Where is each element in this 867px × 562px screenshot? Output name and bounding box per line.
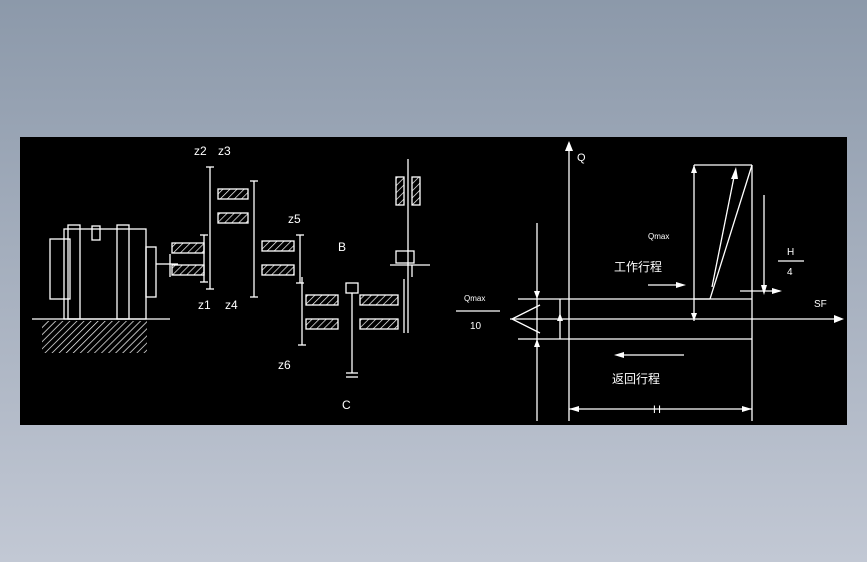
return-stroke-label: 返回行程 bbox=[612, 371, 660, 386]
h-frac-num: H bbox=[787, 247, 794, 258]
work-stroke-label: 工作行程 bbox=[614, 259, 662, 274]
transmission-schematic: z2 z3 z1 z4 z5 z6 B C bbox=[32, 144, 430, 412]
label-b: B bbox=[338, 240, 346, 254]
label-c: C bbox=[342, 398, 351, 412]
label-z4: z4 bbox=[225, 298, 238, 312]
qmax-frac-num: Qmax bbox=[464, 294, 485, 303]
shaft-z2-z3 bbox=[206, 166, 258, 298]
q-axis-label: Q bbox=[577, 152, 586, 164]
label-z1: z1 bbox=[198, 298, 211, 312]
cad-drawing-canvas: z2 z3 z1 z4 z5 z6 B C Q SF bbox=[20, 137, 847, 425]
gear-z1 bbox=[171, 234, 208, 283]
load-stroke-diagram: Q SF H 4 Qmax bbox=[456, 141, 844, 421]
label-z5: z5 bbox=[288, 212, 301, 226]
label-z6: z6 bbox=[278, 358, 291, 372]
electric-motor bbox=[49, 224, 171, 320]
left-arrow bbox=[510, 304, 541, 334]
shaft-z4-z5 bbox=[261, 234, 304, 284]
shaft-z6 bbox=[298, 277, 339, 346]
qmax-frac-den: 10 bbox=[470, 321, 482, 332]
stroke-h-label: H bbox=[653, 404, 661, 416]
sf-axis-label: SF bbox=[814, 299, 827, 310]
shaft-c bbox=[345, 279, 405, 378]
label-z3: z3 bbox=[218, 144, 231, 158]
h-frac-den: 4 bbox=[787, 267, 793, 278]
ground-foundation bbox=[32, 318, 170, 353]
qmax-label: Qmax bbox=[648, 232, 669, 241]
slider-b bbox=[390, 159, 430, 333]
label-z2: z2 bbox=[194, 144, 207, 158]
